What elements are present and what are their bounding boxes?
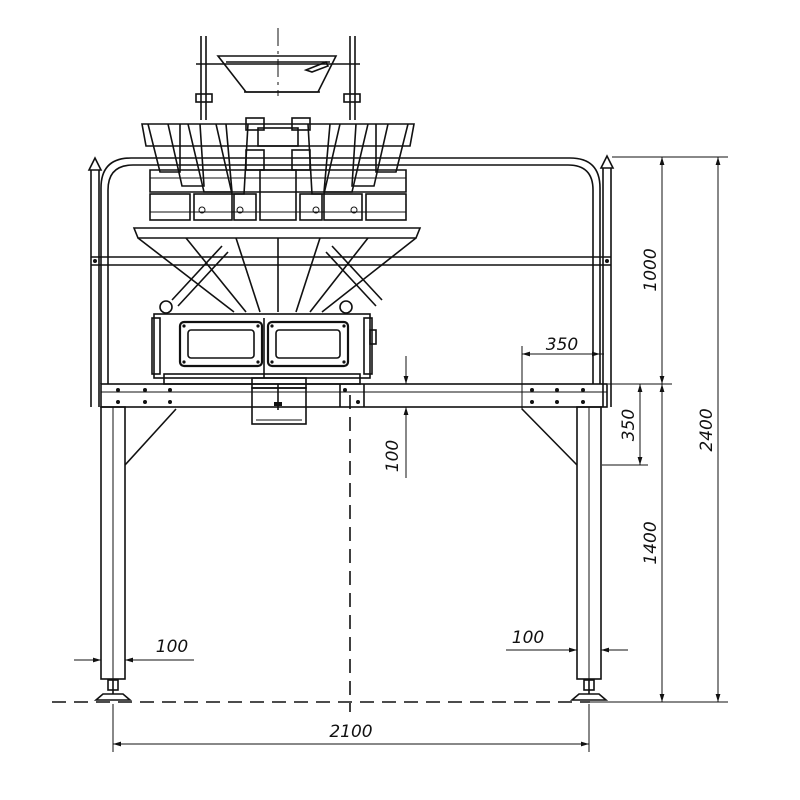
dim-left-leg-width: 100 [156,637,188,657]
weigh-buckets [149,193,407,221]
dim-outlet-height: 100 [383,440,403,472]
dim-lower-height: 1400 [641,521,661,564]
center-lines [52,28,728,712]
dim-upper-height: 1000 [641,248,661,291]
weigher-head [132,36,422,425]
dim-right-leg-width: 100 [512,628,544,648]
dim-overall-height: 2400 [697,408,717,451]
dimension-annotations: 2400 1000 1400 350 350 100 100 100 [74,156,728,752]
beam-bolts [116,388,585,404]
dim-overall-width: 2100 [329,722,372,742]
dim-rail-drop: 350 [619,409,639,441]
top-buckets [147,117,409,195]
dim-frame-offset: 350 [546,335,578,355]
guard-rail [87,154,615,407]
